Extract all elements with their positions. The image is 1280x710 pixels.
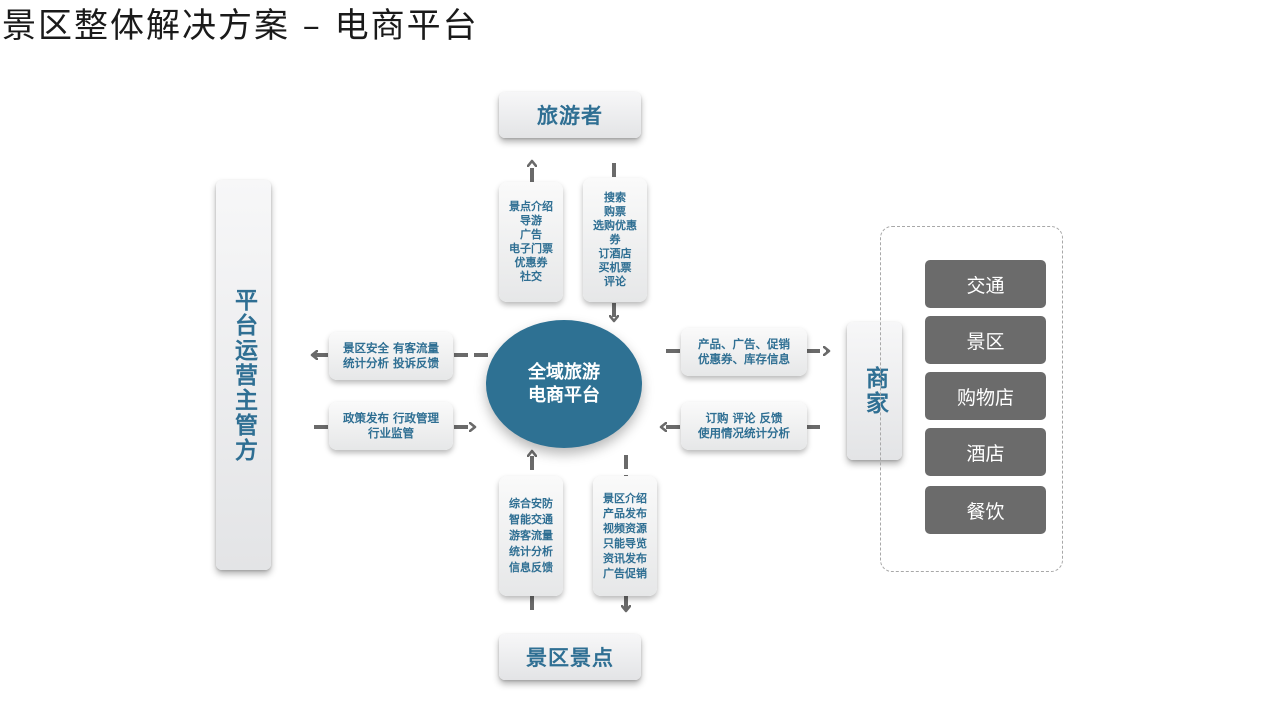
merchant-item-scenic: 景区 [925, 316, 1046, 364]
flow-to-scenic: 景区介绍 产品发布 视频资源 只能导览 资讯发布 广告促销 [593, 476, 657, 596]
merchant-item-transport: 交通 [925, 260, 1046, 308]
flow-from-merchant: 订购 评论 反馈 使用情况统计分析 [681, 402, 807, 450]
merchant-item-dining: 餐饮 [925, 486, 1046, 534]
flow-to-merchant: 产品、广告、促销 优惠券、库存信息 [681, 328, 807, 376]
node-regulator: 平台运营主管方 [216, 180, 271, 570]
node-traveler: 旅游者 [499, 92, 641, 138]
flow-to-regulator: 景区安全 有客流量 统计分析 投诉反馈 [329, 332, 453, 380]
merchant-item-hotel: 酒店 [925, 428, 1046, 476]
flow-from-regulator: 政策发布 行政管理 行业监管 [329, 402, 453, 450]
flow-to-traveler: 景点介绍 导游 广告 电子门票 优惠券 社交 [499, 182, 563, 302]
node-merchant: 商家 [847, 322, 902, 460]
merchant-group-frame [880, 226, 1063, 572]
center-platform: 全域旅游 电商平台 [486, 320, 642, 448]
page-title: 景区整体解决方案 – 电商平台 [2, 6, 479, 46]
flow-from-traveler: 搜索 购票 选购优惠 券 订酒店 买机票 评论 [583, 178, 647, 302]
merchant-item-shop: 购物店 [925, 372, 1046, 420]
flow-from-scenic: 综合安防 智能交通 游客流量 统计分析 信息反馈 [499, 476, 563, 596]
node-scenic: 景区景点 [499, 634, 641, 680]
